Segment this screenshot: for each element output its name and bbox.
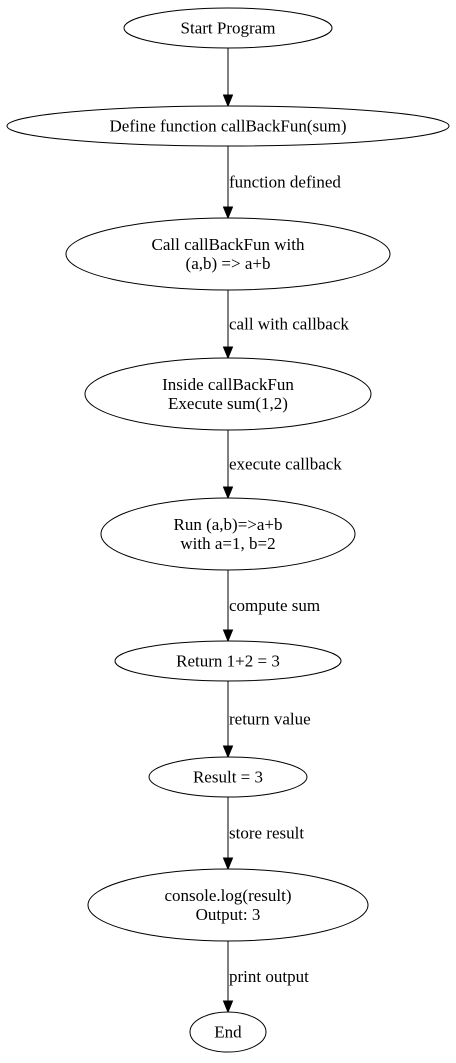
node-ellipse (189, 1011, 267, 1053)
node-ellipse (148, 756, 308, 798)
node-ellipse (87, 868, 369, 942)
edge-run-to-return: compute sum (222, 570, 320, 643)
node-label: Start Program (181, 19, 276, 38)
arrowhead-icon (222, 629, 234, 643)
arrowhead-icon (222, 1000, 234, 1014)
node-ellipse (6, 105, 450, 147)
node-end: End (189, 1011, 267, 1053)
node-ellipse (100, 497, 356, 571)
node-label: Call callBackFun with (152, 235, 305, 254)
edge-inside-to-run: execute callback (222, 430, 342, 500)
edges-layer: function defined call with callback execut… (222, 48, 349, 1014)
edge-label-print-output: print output (229, 967, 309, 986)
edge-label-function-defined: function defined (229, 173, 341, 192)
node-label: (a,b) => a+b (186, 254, 271, 273)
edge-label-compute-sum: compute sum (229, 596, 320, 615)
edge-result-to-console: store result (222, 797, 304, 871)
node-label: Define function callBackFun(sum) (110, 117, 347, 136)
node-result: Result = 3 (148, 756, 308, 798)
node-ellipse (123, 7, 333, 49)
node-label: Output: 3 (196, 905, 261, 924)
node-label: Result = 3 (193, 768, 263, 787)
node-ellipse (114, 640, 342, 682)
arrowhead-icon (222, 857, 234, 871)
node-label: End (214, 1023, 242, 1042)
node-console: console.log(result)Output: 3 (87, 868, 369, 942)
node-return: Return 1+2 = 3 (114, 640, 342, 682)
node-label: Inside callBackFun (162, 375, 294, 394)
arrowhead-icon (222, 745, 234, 759)
edge-label-store-result: store result (229, 824, 304, 843)
edge-define-to-call: function defined (222, 146, 341, 220)
node-label: Run (a,b)=>a+b (173, 515, 282, 534)
edge-return-to-result: return value (222, 681, 311, 759)
node-label: Execute sum(1,2) (168, 394, 288, 413)
arrowhead-icon (222, 346, 234, 360)
arrowhead-icon (222, 206, 234, 220)
edge-console-to-end: print output (222, 941, 309, 1014)
node-start: Start Program (123, 7, 333, 49)
edge-label-execute-callback: execute callback (229, 455, 342, 474)
node-ellipse (84, 357, 372, 431)
edge-label-return-value: return value (229, 710, 311, 729)
edge-start-to-define (222, 48, 234, 108)
node-label: with a=1, b=2 (180, 534, 275, 553)
edge-call-to-inside: call with callback (222, 290, 349, 360)
node-label: Return 1+2 = 3 (176, 652, 280, 671)
node-label: console.log(result) (165, 886, 292, 905)
arrowhead-icon (222, 94, 234, 108)
arrowhead-icon (222, 486, 234, 500)
edge-label-call-with-callback: call with callback (229, 315, 349, 334)
node-ellipse (65, 217, 391, 291)
node-define: Define function callBackFun(sum) (6, 105, 450, 147)
node-call: Call callBackFun with(a,b) => a+b (65, 217, 391, 291)
